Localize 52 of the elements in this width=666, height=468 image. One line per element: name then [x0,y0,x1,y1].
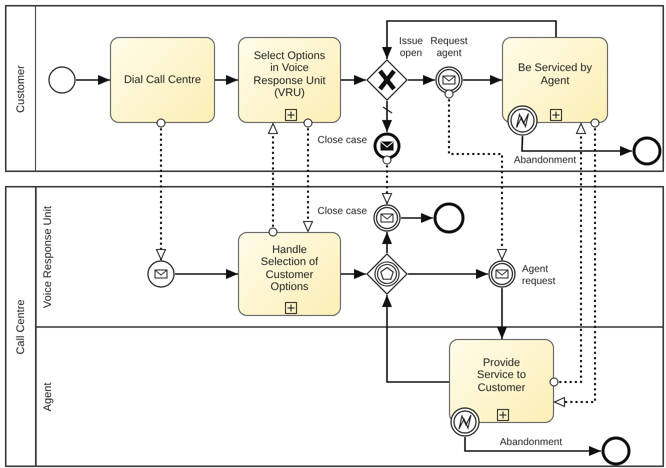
message-flow-arrow [303,118,313,232]
sequence-flow-arrow [382,101,393,132]
sequence-flow-arrow [497,288,507,339]
message-flow-arrow [382,156,392,204]
lane-label: Agent [42,382,54,412]
error-event [450,407,480,437]
end-event [601,436,631,466]
lane-label: Voice Response Unit [42,205,54,308]
sequence-flow-arrow [341,269,366,279]
sequence-flow-arrow [521,136,632,156]
sequence-flow-arrow [382,20,557,59]
event-label: Request agent [429,36,469,59]
event-gateway [366,253,408,295]
end-event [433,202,465,234]
message-start-event [147,260,175,288]
message-flow-arrow [156,118,166,260]
edge-label: Issue open [398,36,424,59]
message-flow-arrow [554,118,600,407]
start-event [48,66,76,94]
pool-label: Call Centre [14,298,26,354]
swimlane [36,327,664,467]
exclusive-gateway [366,59,408,101]
subprocess-box: Select Options in Voice Response Unit (VRU) [238,37,341,123]
sequence-flow-arrow [463,75,502,85]
subprocess-box: Provide Service to Customer [449,339,554,423]
task-box: Dial Call Centre [110,37,215,123]
end-event [632,136,662,166]
message-flow-arrow [550,123,586,386]
event-label: Close case [316,206,367,218]
sequence-flow-arrow [464,437,601,456]
event-label: Close case [316,135,367,146]
event-label: Agent request [522,264,556,287]
sequence-flow-arrow [382,232,392,253]
message-flow-arrow [268,123,278,236]
sequence-flow-arrow [76,75,110,85]
pool [5,186,664,467]
sequence-flow-arrow [382,295,449,383]
sequence-flow-arrow [215,75,238,85]
subprocess-box: Handle Selection of Customer Options [238,232,341,316]
message-flow-arrow [444,90,507,260]
edge-label: Abandonment [512,155,578,166]
sequence-flow-arrow [408,269,488,279]
subprocess-box: Be Serviced by Agent [502,37,608,123]
pool [5,5,664,172]
edge-label: Abandonment [498,437,564,448]
sequence-flow-arrow [341,75,366,85]
swimlane [36,186,664,327]
pool-label: Customer [14,64,26,112]
sequence-flow-arrow [401,213,433,223]
sequence-flow-arrow [408,75,435,85]
sequence-flow-arrow [175,269,238,279]
error-event [507,105,538,136]
